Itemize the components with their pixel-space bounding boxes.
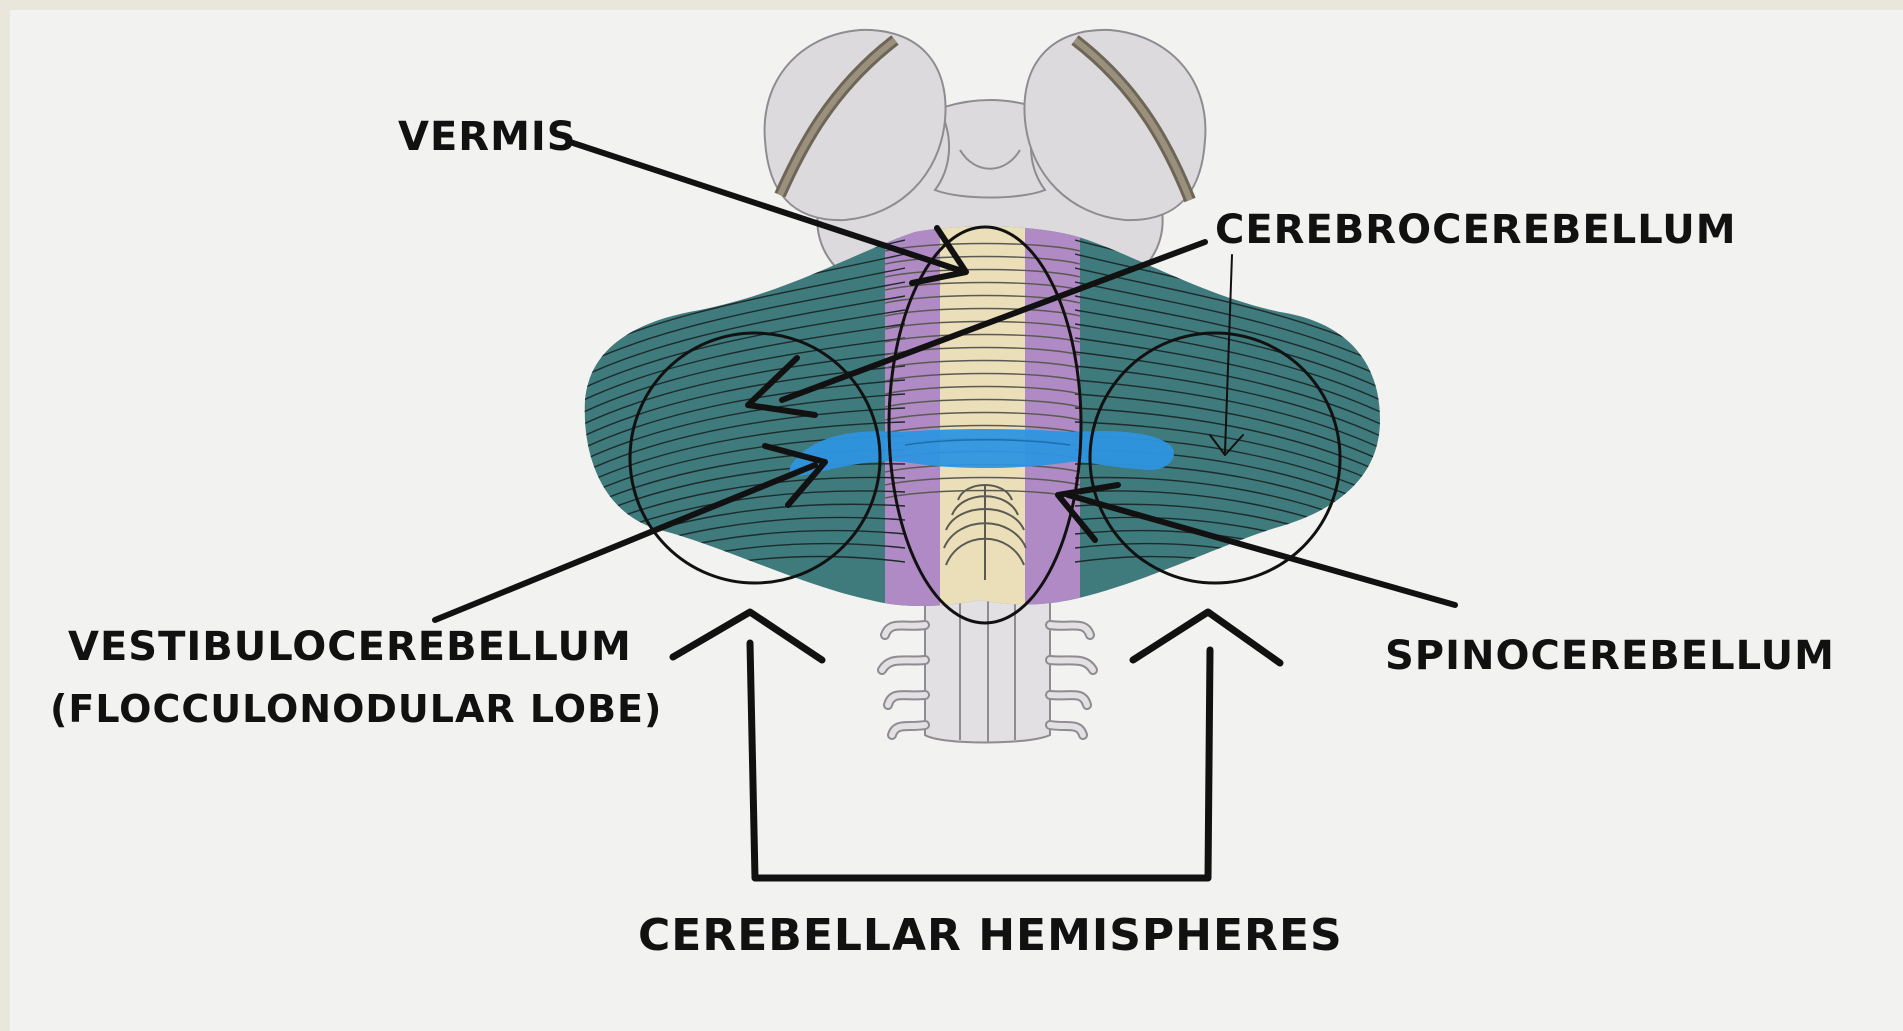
spinocerebellum-strip-right — [1020, 200, 1080, 620]
label-vermis: VERMIS — [398, 117, 577, 157]
label-vestibulocerebellum: VESTIBULOCEREBELLUM — [68, 627, 632, 667]
label-spinocerebellum: SPINOCEREBELLUM — [1385, 636, 1835, 676]
label-cerebellar-hemispheres: CEREBELLAR HEMISPHERES — [638, 914, 1343, 958]
vermis-strip — [940, 200, 1025, 620]
label-cerebrocerebellum: CEREBROCEREBELLUM — [1215, 210, 1737, 250]
label-flocculonodular-lobe: (FLOCCULONODULAR LOBE) — [50, 690, 662, 728]
